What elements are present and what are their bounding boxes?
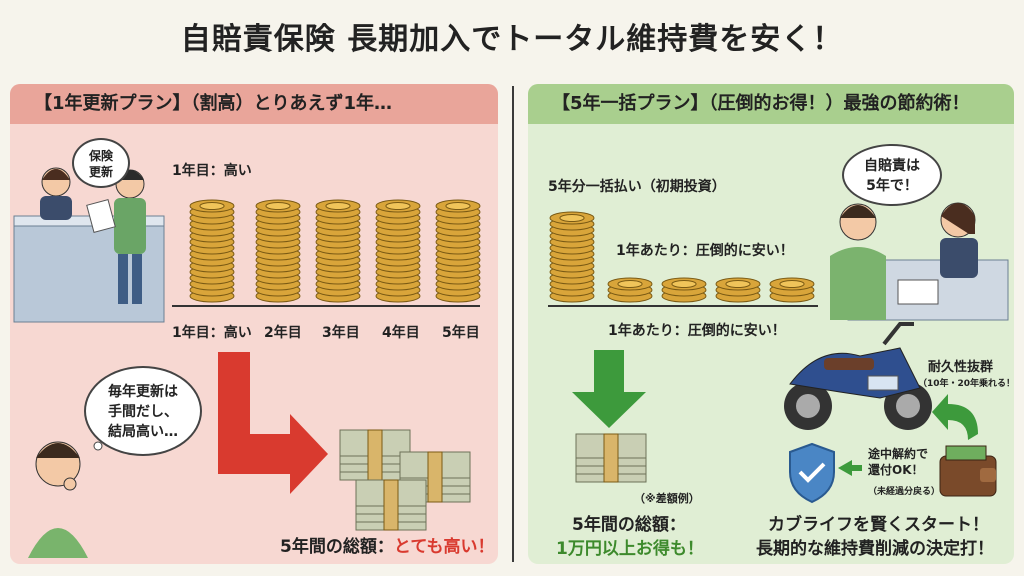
per-year-label: 1年あたり：圧倒的に安い！ bbox=[616, 243, 794, 259]
coin-face-icon bbox=[617, 280, 643, 288]
yearly-coin-stacks bbox=[189, 199, 481, 303]
year1-top-label: 1年目：高い bbox=[172, 163, 252, 179]
divider bbox=[512, 86, 514, 562]
year-label: 4年目 bbox=[382, 325, 420, 341]
year-label: 3年目 bbox=[322, 325, 360, 341]
right-total-line2: 1万円以上お得も！ bbox=[556, 539, 704, 559]
red-arrow-icon bbox=[218, 352, 328, 494]
left-total-prefix: 5年間の総額： bbox=[280, 537, 394, 557]
staff-speech-bubble: 自賠責は 5年で！ bbox=[842, 144, 942, 206]
shield-icon bbox=[789, 442, 835, 504]
one-year-plan-header: 【1年更新プラン】（割高）とりあえず1年… bbox=[10, 84, 498, 124]
durability-sub-label: （10年・20年乗れる！） bbox=[918, 379, 1014, 389]
durability-label: 耐久性抜群 bbox=[928, 360, 994, 375]
per-year-bottom-label: 1年あたり：圧倒的に安い！ bbox=[608, 323, 786, 339]
thought-bubble: 毎年更新は 手間だし、 結局高い… bbox=[84, 366, 202, 456]
money-band-icon bbox=[427, 451, 443, 503]
money-band-icon bbox=[367, 429, 383, 481]
year-label: 1年目：高い bbox=[172, 325, 252, 341]
coin-face-icon bbox=[199, 202, 225, 210]
one-year-plan-panel: 【1年更新プラン】（割高）とりあえず1年… bbox=[10, 84, 498, 564]
coin-face-icon bbox=[265, 202, 291, 210]
left-total-label: 5年間の総額：とても高い！ bbox=[280, 532, 494, 557]
worried-person-icon bbox=[28, 441, 88, 558]
return-arrow-icon bbox=[932, 394, 978, 440]
green-down-arrow-icon bbox=[572, 350, 646, 428]
coin-face-icon bbox=[779, 280, 805, 288]
lump-coin-stacks bbox=[549, 211, 815, 303]
lump-sum-label: 5年分一括払い（初期投資） bbox=[548, 179, 726, 195]
five-year-plan-header: 【5年一括プラン】（圧倒的お得！）最強の節約術！ bbox=[528, 84, 1014, 124]
left-total-emphasis: とても高い！ bbox=[393, 537, 495, 557]
right-illustration bbox=[548, 202, 1009, 504]
left-arrow-icon bbox=[838, 460, 862, 476]
five-year-plan-panel: 【5年一括プラン】（圧倒的お得！）最強の節約術！ bbox=[528, 84, 1014, 564]
closing-line2: 長期的な維持費削減の決定打！ bbox=[756, 539, 994, 559]
year-label: 2年目 bbox=[264, 325, 302, 341]
money-band-icon bbox=[603, 433, 619, 483]
closing-line1: カブライフを賢くスタート！ bbox=[768, 515, 989, 535]
motorbike-icon bbox=[784, 322, 932, 430]
coin-face-icon bbox=[725, 280, 751, 288]
coin-face-icon bbox=[325, 202, 351, 210]
coin-face-icon bbox=[559, 214, 585, 222]
left-illustration bbox=[13, 167, 481, 558]
cash-bundle-icon bbox=[575, 433, 647, 483]
money-band-icon bbox=[383, 479, 399, 531]
right-total-line1: 5年間の総額： bbox=[572, 515, 686, 535]
page-title: 自賠責保険 長期加入でトータル維持費を安く！ bbox=[180, 22, 844, 57]
refund-label: 途中解約で 還付OK！ bbox=[868, 447, 929, 477]
coin-face-icon bbox=[445, 202, 471, 210]
coin-face-icon bbox=[385, 202, 411, 210]
wallet-icon bbox=[939, 445, 997, 497]
coin-face-icon bbox=[671, 280, 697, 288]
customer-staff-scene bbox=[830, 202, 1009, 321]
refund-sub-label: （未経過分戻る） bbox=[868, 487, 941, 497]
year-label: 5年目 bbox=[442, 325, 480, 341]
cash-bundle-icon bbox=[339, 429, 471, 531]
counter-speech-bubble: 保険 更新 bbox=[72, 138, 130, 188]
example-note: （※差額例） bbox=[634, 492, 700, 505]
insurance-counter-scene bbox=[13, 167, 165, 323]
